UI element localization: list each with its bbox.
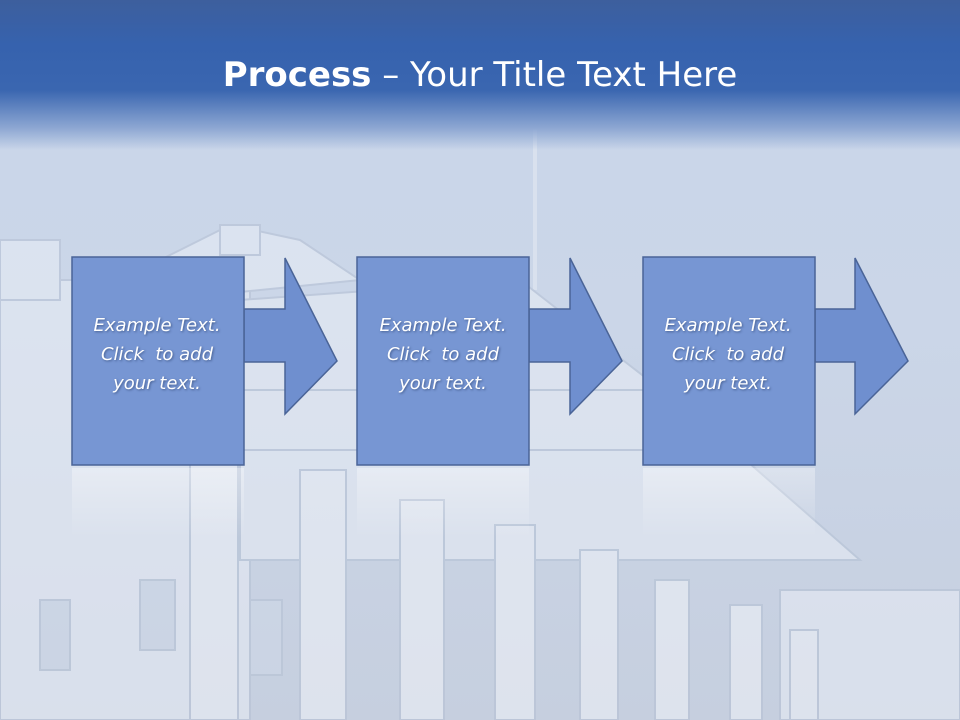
step-3-reflection bbox=[643, 468, 815, 538]
step-3-line-1: Example Text. bbox=[664, 315, 792, 336]
slide-title[interactable]: Process – Your Title Text Here bbox=[0, 52, 960, 98]
step-3-line-3: your text. bbox=[684, 373, 772, 394]
step-2-line-2: Click to add bbox=[386, 344, 499, 365]
step-1-line-1: Example Text. bbox=[93, 315, 221, 336]
step-2-arrow[interactable] bbox=[528, 257, 623, 416]
title-rest-text: – Your Title Text Here bbox=[371, 55, 738, 95]
step-3-line-2: Click to add bbox=[671, 344, 784, 365]
step-2-line-1: Example Text. bbox=[379, 315, 507, 336]
step-2-reflection bbox=[357, 468, 529, 538]
title-bold-text: Process bbox=[222, 55, 372, 95]
step-1-line-2: Click to add bbox=[100, 344, 213, 365]
step-3-box[interactable] bbox=[642, 256, 816, 466]
header-band bbox=[0, 0, 960, 150]
step-1-line-3: your text. bbox=[113, 373, 201, 394]
step-1-arrow[interactable] bbox=[243, 257, 338, 416]
step-2-text[interactable]: Example Text. Click to add your text. bbox=[358, 311, 528, 398]
step-3-arrow[interactable] bbox=[814, 257, 909, 416]
step-1-reflection bbox=[72, 468, 244, 538]
step-3-text[interactable]: Example Text. Click to add your text. bbox=[643, 311, 813, 398]
step-2-box[interactable] bbox=[356, 256, 530, 466]
step-1-box[interactable] bbox=[71, 256, 245, 466]
step-2-line-3: your text. bbox=[399, 373, 487, 394]
step-1-text[interactable]: Example Text. Click to add your text. bbox=[72, 311, 242, 398]
